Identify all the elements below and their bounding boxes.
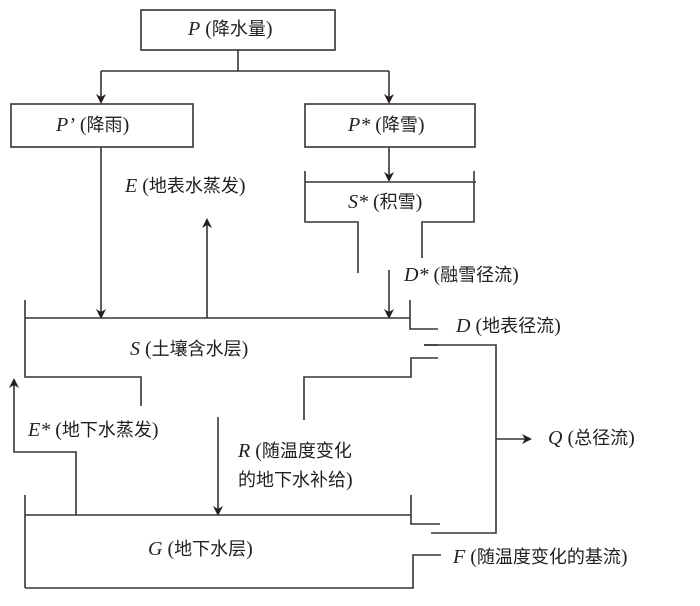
soil-right-wall-bottom <box>303 357 438 420</box>
rain-label: P’ (降雨) <box>56 114 130 136</box>
surface-evaporation-label: E (地表水蒸发) <box>125 175 246 197</box>
precipitation-box <box>140 9 336 51</box>
rain-box <box>10 103 194 148</box>
soil-layer-label: S (土壤含水层) <box>130 338 249 360</box>
surface-runoff-label: D (地表径流) <box>456 315 561 337</box>
snowfall-box <box>304 103 476 148</box>
groundwater-right-top <box>410 495 440 525</box>
baseflow-label: F (随温度变化的基流) <box>453 546 628 568</box>
total-runoff-label: Q (总径流) <box>548 427 635 449</box>
groundwater-evaporation-label: E* (地下水蒸发) <box>28 419 159 441</box>
recharge-label-line2: 的地下水补给) <box>238 469 353 491</box>
snowfall-label: P* (降雪) <box>348 114 425 136</box>
soil-left-wall <box>24 300 142 406</box>
precipitation-label: P (降水量) <box>188 18 273 40</box>
snowpack-container <box>304 171 359 273</box>
arrow-groundwater-evap <box>9 378 77 515</box>
groundwater-layer-label: G (地下水层) <box>148 538 253 560</box>
snowpack-label: S* (积雪) <box>348 191 423 213</box>
recharge-label-line1: R (随温度变化 <box>238 440 352 462</box>
soil-right-wall-top <box>409 300 438 330</box>
total-runoff-collector <box>424 344 497 534</box>
snowmelt-runoff-label: D* (融雪径流) <box>404 264 519 286</box>
snowpack-container-right <box>421 171 475 258</box>
groundwater-container-bottom <box>25 554 441 589</box>
